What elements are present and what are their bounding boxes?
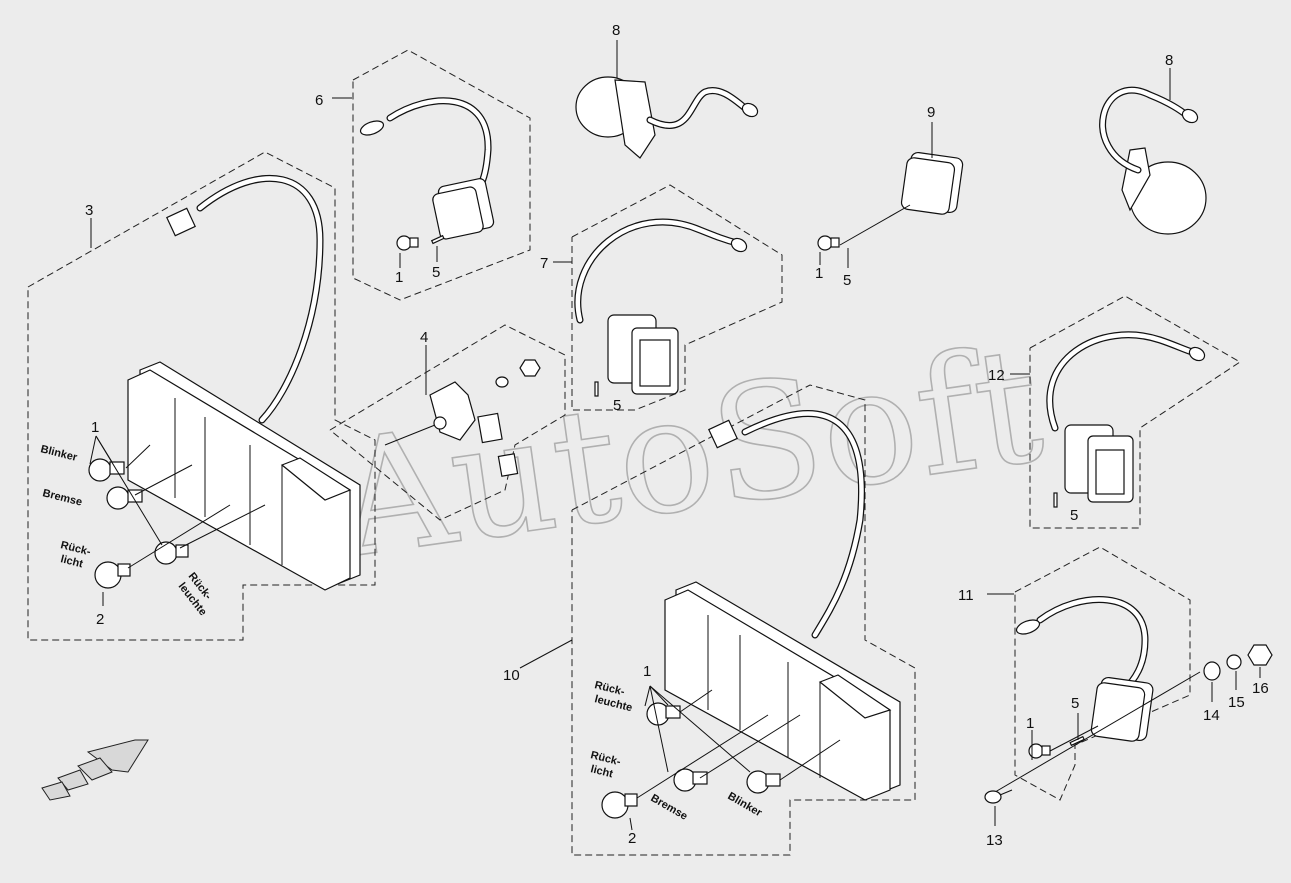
callout-8-b: 8: [1165, 52, 1173, 69]
callout-9: 9: [927, 104, 935, 121]
label-leuchte-right: leuchte: [593, 693, 633, 714]
label-licht-left: licht: [59, 553, 84, 570]
group-9-marker-lamp: [817, 122, 964, 268]
callout-5-g12: 5: [1070, 507, 1078, 524]
callout-16: 16: [1252, 680, 1269, 697]
label-bremse-right: Bremse: [649, 792, 690, 823]
callout-1-g11: 1: [1026, 715, 1034, 732]
callout-5-g11: 5: [1071, 695, 1079, 712]
group-6-marker-lamp: [332, 49, 531, 301]
callout-8-a: 8: [612, 22, 620, 39]
group-12-side-lamp: [1010, 295, 1241, 529]
callout-10: 10: [503, 667, 520, 684]
callout-12: 12: [988, 367, 1005, 384]
callout-1-g6: 1: [395, 269, 403, 286]
callout-5-g6: 5: [432, 264, 440, 281]
callout-6: 6: [315, 92, 323, 109]
group-7-side-lamp: [553, 184, 783, 411]
group-8-round-lamp-a: [575, 40, 759, 159]
callout-4: 4: [420, 329, 428, 346]
callout-2-left: 2: [96, 611, 104, 628]
group-11-marker-lamp: [984, 546, 1273, 826]
group-10-right-tail-lamp: [519, 384, 916, 856]
direction-arrow-icon: [41, 739, 149, 801]
callout-3: 3: [85, 202, 93, 219]
callout-1-g9: 1: [815, 265, 823, 282]
group-3-left-tail-lamp: [27, 151, 376, 641]
label-blinker-left: Blinker: [39, 443, 79, 464]
group-8-round-lamp-b: [1099, 68, 1207, 235]
callout-5-g9: 5: [843, 272, 851, 289]
callout-2-right: 2: [628, 830, 636, 847]
callout-1-right: 1: [643, 663, 651, 680]
group-4-mounting-hardware: [329, 324, 566, 521]
callout-13: 13: [986, 832, 1003, 849]
label-licht-right: licht: [589, 763, 614, 780]
callout-7: 7: [540, 255, 548, 272]
callout-14: 14: [1203, 707, 1220, 724]
callout-11: 11: [958, 587, 974, 604]
callout-15: 15: [1228, 694, 1245, 711]
label-blinker-right: Blinker: [726, 790, 765, 819]
label-bremse-left: Bremse: [41, 487, 83, 508]
watermark-text: AutoSoft: [323, 311, 1052, 595]
callouts: 3 1 2 6 1 5 8 8 9 1 5 4 7 5 12 5 10 1 2 …: [85, 22, 1269, 849]
callout-5-g7: 5: [613, 397, 621, 414]
callout-1-left: 1: [91, 419, 99, 436]
